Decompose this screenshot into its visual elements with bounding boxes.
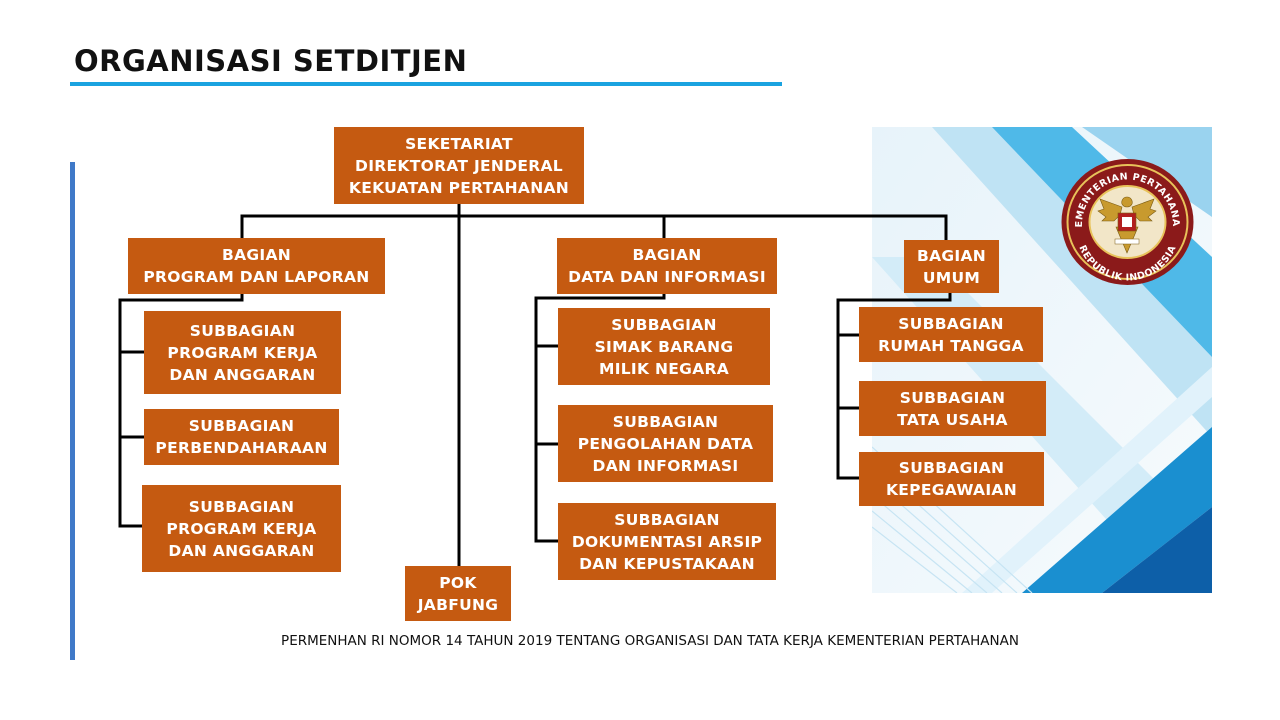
box-subbagian-dokumentasi-arsip: SUBBAGIAN DOKUMENTASI ARSIP DAN KEPUSTAKAA… — [558, 503, 776, 580]
box-label-line: SUBBAGIAN — [898, 459, 1005, 477]
box-label-line: SUBBAGIAN — [614, 510, 720, 529]
box-label-line: SUBBAGIAN — [899, 388, 1006, 407]
box-subbagian-simak-barang: SUBBAGIAN SIMAK BARANG MILIK NEGARA — [558, 308, 770, 385]
box-bagian-data-dan-informasi: BAGIAN DATA DAN INFORMASI — [557, 238, 777, 294]
box-label-line: DAN ANGGARAN — [168, 541, 315, 560]
garuda-emblem-icon: KEMENTERIAN PERTAHANAN REPUBLIK INDONESI… — [1060, 157, 1194, 285]
box-label-line: BAGIAN — [916, 246, 987, 265]
box-label-line: JABFUNG — [417, 595, 499, 614]
box-subbagian-program-kerja-1: SUBBAGIAN PROGRAM KERJA DAN ANGGARAN — [144, 311, 341, 394]
box-label-line: DAN ANGGARAN — [169, 365, 316, 384]
box-label-line: DAN KEPUSTAKAAN — [579, 554, 755, 573]
box-label-line: PENGOLAHAN DATA — [577, 434, 754, 453]
box-subbagian-perbendaharaan: SUBBAGIAN PERBENDAHARAAN — [144, 409, 339, 465]
box-label-line: MILIK NEGARA — [598, 359, 730, 378]
box-label-line: SUBBAGIAN — [612, 412, 719, 431]
box-label-line: SUBBAGIAN — [188, 497, 295, 516]
box-label-line: KEKUATAN PERTAHANAN — [348, 178, 570, 197]
left-accent-bar — [70, 162, 75, 660]
root-box-sekretariat: SEKETARIAT DIREKTORAT JENDERAL KEKUATAN PE… — [334, 127, 584, 204]
title-underline — [70, 82, 782, 86]
box-bagian-program-dan-laporan: BAGIAN PROGRAM DAN LAPORAN — [128, 238, 385, 294]
box-label-line: SEKETARIAT — [405, 134, 513, 153]
box-subbagian-rumah-tangga: SUBBAGIAN RUMAH TANGGA — [859, 307, 1043, 362]
page-title: ORGANISASI SETDITJEN — [74, 44, 468, 78]
box-bagian-umum: BAGIAN UMUM — [904, 240, 999, 293]
box-subbagian-program-kerja-2: SUBBAGIAN PROGRAM KERJA DAN ANGGARAN — [142, 485, 341, 572]
box-label-line: SUBBAGIAN — [611, 315, 717, 334]
box-label-line: DOKUMENTASI ARSIP — [571, 532, 763, 551]
box-label-line: DATA DAN INFORMASI — [568, 268, 766, 286]
box-label-line: PROGRAM KERJA — [167, 343, 318, 362]
box-label-line: BAGIAN — [221, 246, 292, 264]
box-label-line: PERBENDAHARAAN — [155, 439, 328, 457]
box-label-line: DAN INFORMASI — [592, 456, 739, 475]
box-label-line: SUBBAGIAN — [188, 417, 295, 435]
box-label-line: KEPEGAWAIAN — [885, 481, 1017, 499]
box-label-line: DIREKTORAT JENDERAL — [355, 156, 563, 175]
box-label-line: PROGRAM KERJA — [166, 519, 317, 538]
box-label-line: SUBBAGIAN — [189, 321, 296, 340]
box-label-line: RUMAH TANGGA — [878, 336, 1024, 355]
box-label-line: SIMAK BARANG — [594, 337, 734, 356]
box-subbagian-kepegawaian: SUBBAGIAN KEPEGAWAIAN — [859, 452, 1044, 506]
box-label-line: SUBBAGIAN — [898, 314, 1004, 333]
box-pok-jabfung: POK JABFUNG — [405, 566, 511, 621]
box-label-line: POK — [439, 573, 477, 592]
box-label-line: UMUM — [922, 268, 981, 287]
box-label-line: BAGIAN — [632, 246, 702, 264]
box-label-line: PROGRAM DAN LAPORAN — [143, 268, 370, 286]
box-subbagian-pengolahan-data: SUBBAGIAN PENGOLAHAN DATA DAN INFORMASI — [558, 405, 773, 482]
box-label-line: TATA USAHA — [897, 410, 1008, 429]
footnote-regulation: PERMENHAN RI NOMOR 14 TAHUN 2019 TENTANG… — [281, 633, 1019, 649]
box-subbagian-tata-usaha: SUBBAGIAN TATA USAHA — [859, 381, 1046, 436]
